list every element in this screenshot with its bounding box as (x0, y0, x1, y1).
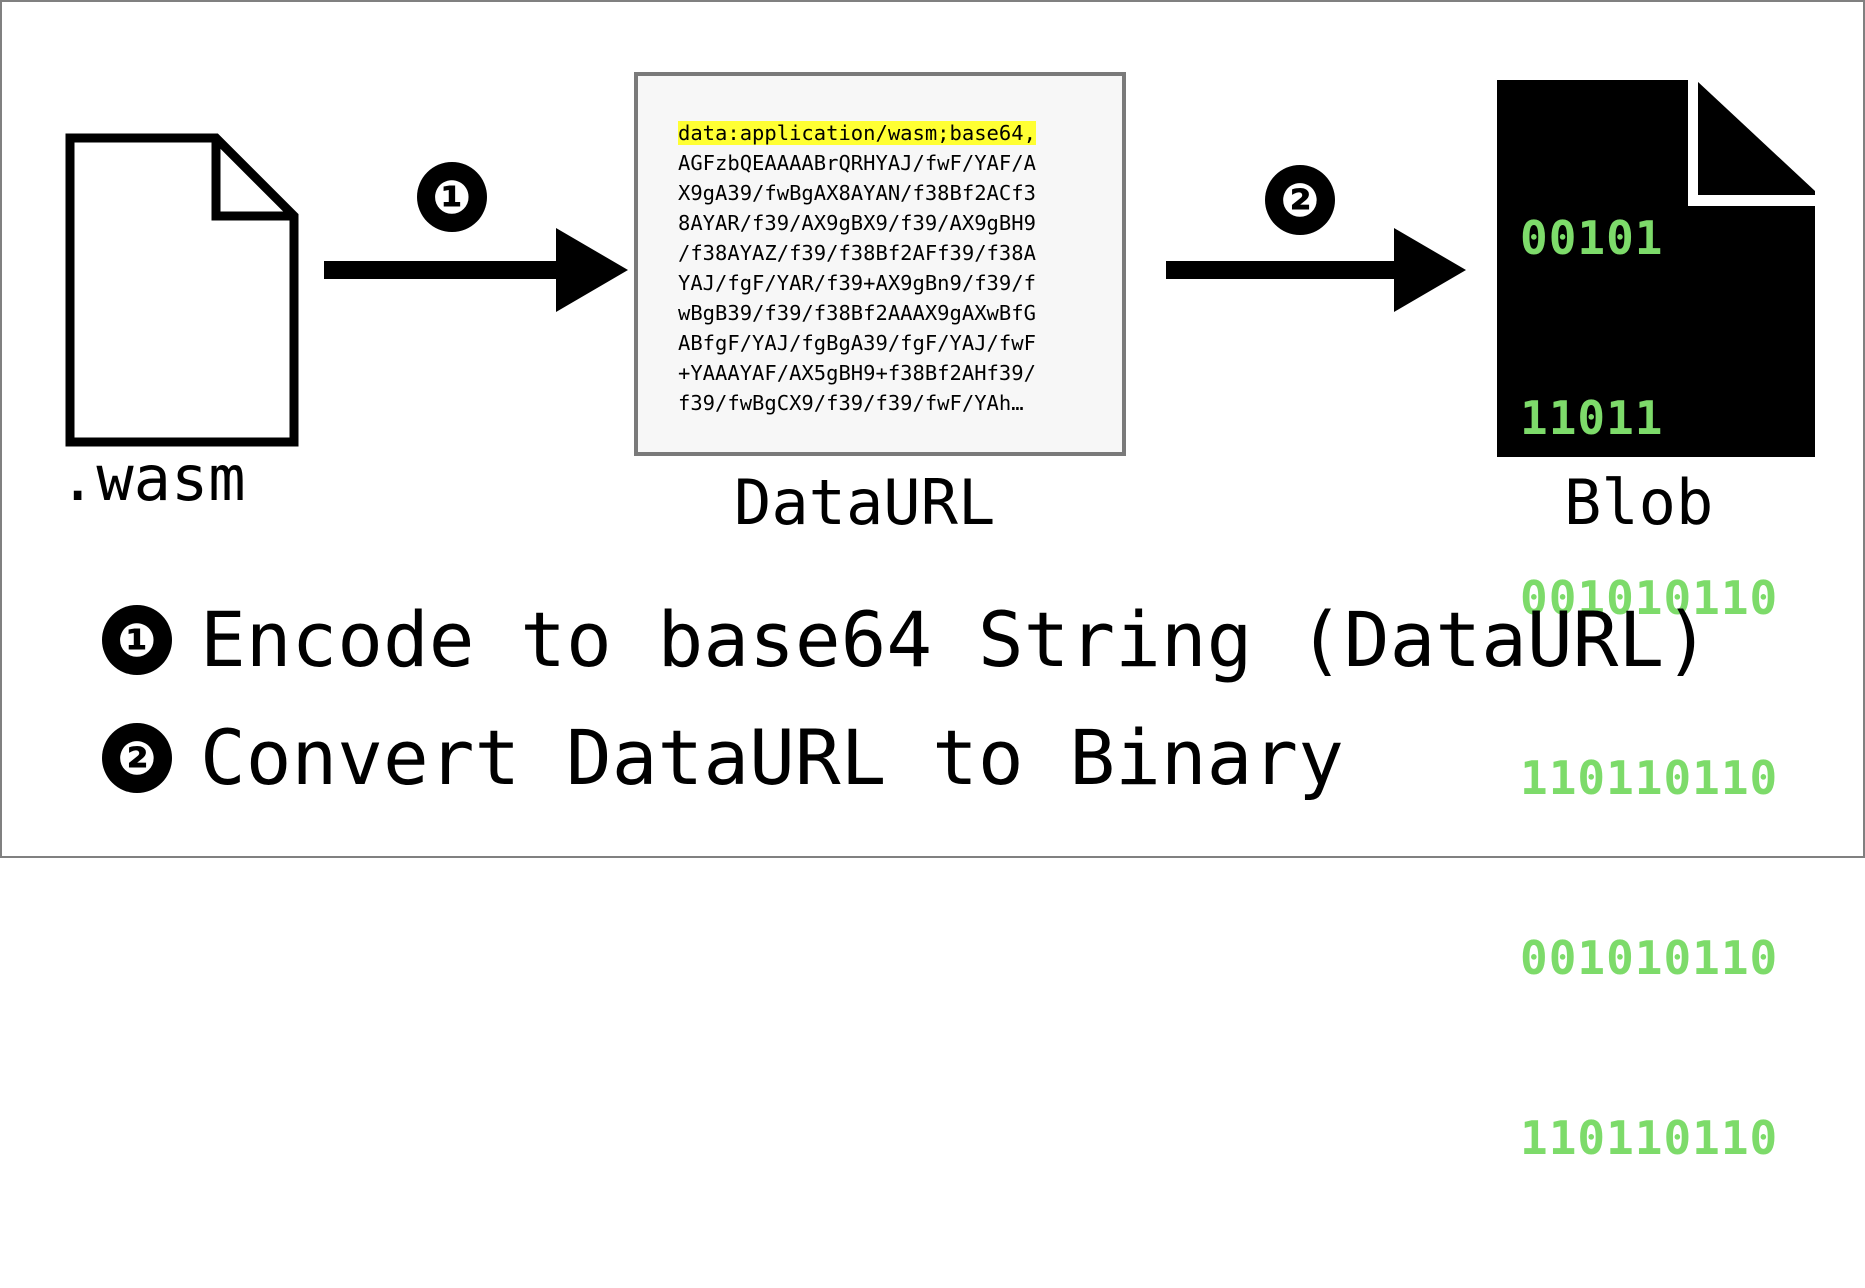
dataurl-line: AGFzbQEAAAABrQRHYAJ/fwF/YAF/A (678, 151, 1036, 175)
dataurl-box: data:application/wasm;base64, AGFzbQEAAA… (634, 72, 1126, 456)
dataurl-prefix: data:application/wasm;base64, (678, 121, 1036, 145)
blob-line: 11011 (1520, 391, 1664, 445)
diagram-canvas: .wasm ❶ data:application/wasm;base64, AG… (0, 0, 1865, 1165)
file-icon (65, 133, 299, 447)
blob-line: 110110110 (1520, 1111, 1779, 1165)
dataurl-line: +YAAAYAF/AX5gBH9+f38Bf2AHf39/ (678, 361, 1036, 385)
step-2-badge: ❷ (102, 723, 172, 793)
blob-line: 001010110 (1520, 571, 1779, 625)
blob-line: 110110110 (1520, 751, 1779, 805)
step-1-text: Encode to base64 String (DataURL) (200, 595, 1710, 684)
dataurl-line: f39/fwBgCX9/f39/f39/fwF/YAh… (678, 391, 1024, 415)
dataurl-line: ABfgF/YAJ/fgBgA39/fgF/YAJ/fwF (678, 331, 1036, 355)
blob-label: Blob (1564, 466, 1714, 539)
blob-line: 00101 (1520, 211, 1664, 265)
arrow-right-icon (1166, 228, 1466, 312)
step-2-arrow-badge: ❷ (1265, 165, 1335, 235)
blob-line: 001010110 (1520, 931, 1779, 985)
dataurl-line: /f38AYAZ/f39/f38Bf2AFf39/f38A (678, 241, 1036, 265)
step-1: ❶ Encode to base64 String (DataURL) (102, 600, 1710, 680)
dataurl-line: YAJ/fgF/YAR/f39+AX9gBn9/f39/f (678, 271, 1036, 295)
step-2: ❷ Convert DataURL to Binary (102, 718, 1344, 798)
binary-file-icon (1497, 77, 1815, 457)
arrow-right-icon (324, 228, 628, 312)
step-1-badge: ❶ (102, 605, 172, 675)
dataurl-text: data:application/wasm;base64, AGFzbQEAAA… (678, 118, 1098, 418)
dataurl-line: X9gA39/fwBgAX8AYAN/f38Bf2ACf3 (678, 181, 1036, 205)
step-2-text: Convert DataURL to Binary (200, 713, 1344, 802)
blob-binary-text: 00101 11011 001010110 110110110 00101011… (1520, 88, 1778, 1288)
wasm-label: .wasm (59, 442, 246, 515)
dataurl-line: 8AYAR/f39/AX9gBX9/f39/AX9gBH9 (678, 211, 1036, 235)
dataurl-label: DataURL (734, 466, 996, 539)
step-1-arrow-badge: ❶ (417, 162, 487, 232)
dataurl-line: wBgB39/f39/f38Bf2AAAX9gAXwBfG (678, 301, 1036, 325)
